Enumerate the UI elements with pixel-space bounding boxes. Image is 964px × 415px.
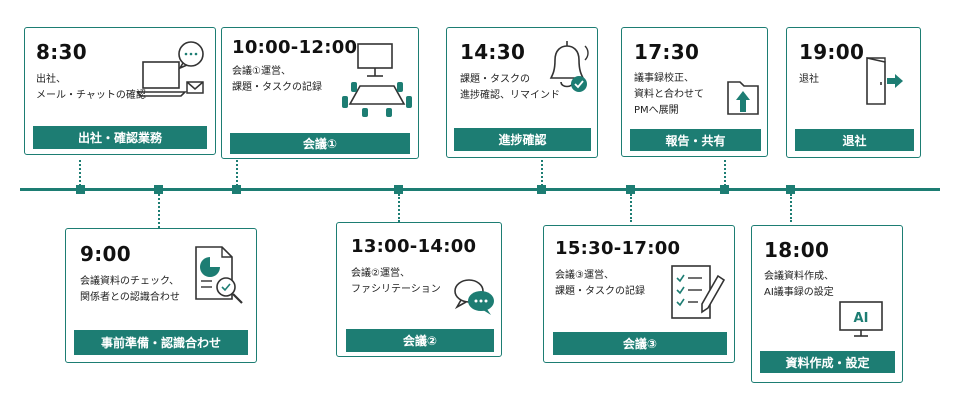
timeline-node	[626, 185, 635, 194]
card-time: 18:00	[764, 238, 830, 262]
schedule-card-1430: 14:30 課題・タスクの 進捗確認、リマインド 進捗確認	[446, 27, 598, 158]
timeline-node	[154, 185, 163, 194]
connector	[398, 194, 400, 222]
card-description: 会議資料のチェック、 関係者との認識合わせ	[80, 276, 180, 303]
card-category-label: 進捗確認	[454, 128, 591, 151]
card-description: 会議①運営、 課題・タスクの記録	[232, 66, 322, 93]
timeline-node	[720, 185, 729, 194]
card-time: 19:00	[799, 40, 865, 64]
card-time: 17:30	[634, 40, 700, 64]
card-category-label: 資料作成・設定	[760, 351, 895, 373]
schedule-card-1730: 17:30 議事録校正、 資料と合わせて PMへ展開 報告・共有	[621, 27, 768, 157]
card-description: 会議②運営、 ファシリテーション	[351, 268, 441, 295]
card-category-label: 出社・確認業務	[33, 126, 207, 149]
card-description: 課題・タスクの 進捗確認、リマインド	[460, 74, 560, 101]
laptop-chat-mail-icon	[137, 41, 204, 97]
checklist-pen-icon	[671, 265, 726, 319]
card-description: 会議資料作成、 AI議事録の設定	[764, 271, 834, 298]
schedule-card-1000: 10:00-12:00 会議①運営、 課題・タスクの記録 会議①	[221, 27, 419, 159]
schedule-card-1300: 13:00-14:00 会議②運営、 ファシリテーション 会議②	[336, 222, 502, 357]
ai-monitor-icon: AI	[839, 301, 883, 337]
connector	[790, 194, 792, 222]
ai-icon-text: AI	[854, 311, 869, 326]
timeline-node	[76, 185, 85, 194]
card-description: 会議③運営、 課題・タスクの記録	[555, 270, 645, 297]
meeting-room-icon	[342, 43, 412, 117]
schedule-card-1800: 18:00 会議資料作成、 AI議事録の設定 AI 資料作成・設定	[751, 225, 903, 383]
timeline-node	[232, 185, 241, 194]
schedule-card-0900: 9:00 会議資料のチェック、 関係者との認識合わせ 事前準備・認識合わせ	[65, 228, 257, 363]
chat-bubbles-icon	[454, 279, 494, 315]
card-description: 退社	[799, 74, 819, 85]
card-category-label: 会議③	[553, 332, 727, 355]
connector	[724, 160, 726, 186]
connector	[79, 160, 81, 186]
schedule-card-1900: 19:00 退社 退社	[786, 27, 921, 158]
exit-door-icon	[866, 57, 903, 105]
card-time: 15:30-17:00	[555, 238, 681, 259]
connector	[158, 194, 160, 228]
folder-upload-icon	[727, 81, 759, 115]
card-category-label: 退社	[795, 129, 914, 151]
card-category-label: 報告・共有	[630, 129, 761, 151]
document-search-icon	[195, 246, 243, 304]
card-description: 議事録校正、 資料と合わせて PMへ展開	[634, 73, 704, 116]
card-time: 13:00-14:00	[351, 236, 477, 257]
schedule-card-1530: 15:30-17:00 会議③運営、 課題・タスクの記録 会議③	[543, 225, 735, 363]
card-category-label: 会議①	[230, 133, 410, 154]
connector	[541, 160, 543, 186]
card-time: 14:30	[460, 40, 526, 64]
schedule-card-0830: 8:30 出社、 メール・チャットの確認 出社・確認業務	[24, 27, 216, 155]
card-category-label: 事前準備・認識合わせ	[74, 330, 248, 355]
connector	[630, 194, 632, 222]
card-description: 出社、 メール・チャットの確認	[36, 74, 146, 101]
card-time: 8:30	[36, 40, 87, 64]
timeline-node	[786, 185, 795, 194]
bell-check-icon	[549, 41, 589, 92]
connector	[236, 160, 238, 186]
timeline-node	[537, 185, 546, 194]
timeline-line	[20, 188, 940, 191]
card-time: 10:00-12:00	[232, 37, 358, 58]
card-category-label: 会議②	[346, 329, 494, 352]
timeline-node	[394, 185, 403, 194]
card-time: 9:00	[80, 242, 131, 266]
